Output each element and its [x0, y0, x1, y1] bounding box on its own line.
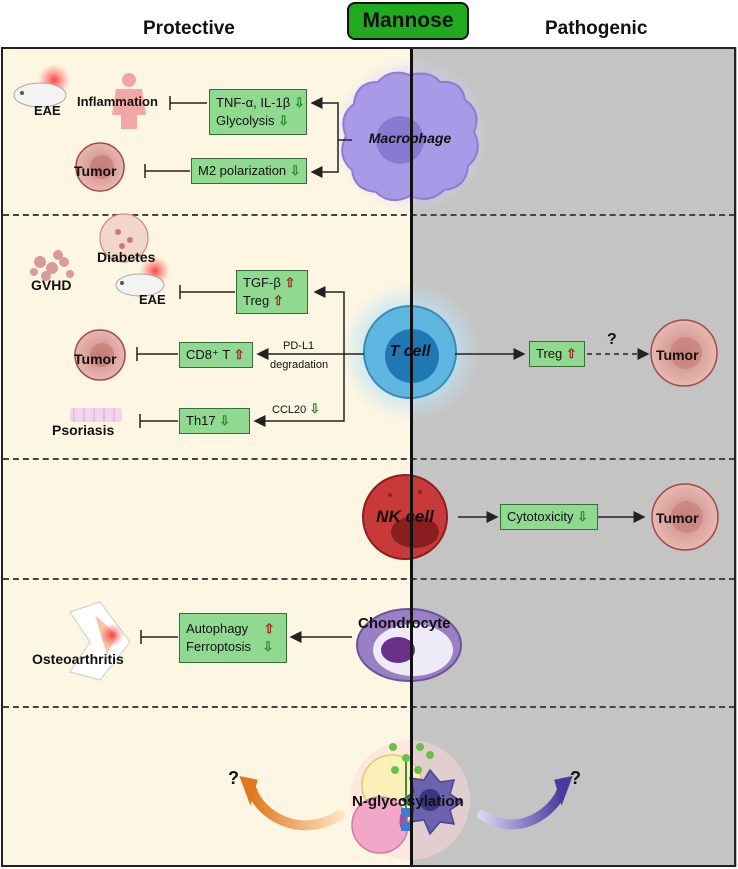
protective-header: Protective	[143, 18, 235, 39]
knee-joint-icon	[69, 601, 131, 681]
treg-text: Treg	[243, 293, 270, 308]
skin-icon	[70, 408, 122, 422]
mouse-icon	[115, 256, 170, 297]
inhibition-line	[140, 630, 178, 644]
degradation-label: degradation	[270, 359, 329, 371]
mannose-title: Mannose	[347, 2, 469, 40]
cd8-text: CD8⁺ T	[186, 347, 230, 362]
gvhd-label: GVHD	[31, 277, 72, 293]
th17-box: Th17 ⇩	[179, 408, 250, 434]
arrow	[310, 140, 339, 178]
arrow	[253, 354, 345, 427]
tumor-label: Tumor	[74, 163, 117, 179]
n-glycosylation-label: N-glycosylation	[352, 793, 464, 810]
eae-label: EAE	[34, 103, 61, 118]
question-mark: ?	[607, 331, 617, 348]
cd8-box: CD8⁺ T ⇧	[179, 342, 253, 368]
inflammation-label: Inflammation	[77, 94, 158, 109]
cytotoxicity-box: Cytotoxicity ⇩	[500, 504, 598, 530]
down-arrow-icon: ⇩	[278, 113, 290, 128]
treg-right-text: Treg	[536, 346, 563, 361]
section-divider	[3, 578, 735, 580]
orange-arrow-head	[239, 775, 258, 806]
inhibition-line	[179, 285, 235, 299]
tumor-icon	[75, 142, 125, 192]
tumor-label: Tumor	[656, 510, 699, 526]
diabetes-label: Diabetes	[97, 249, 156, 265]
inhibition-line	[136, 347, 178, 361]
purple-curved-arrow	[477, 785, 567, 830]
chondrocyte-cell	[356, 608, 462, 682]
human-body-icon	[112, 73, 146, 129]
eae-label: EAE	[139, 292, 166, 307]
ferroptosis-text: Ferroptosis	[186, 639, 252, 654]
th17-text: Th17	[186, 413, 216, 428]
pancreas-islet-icon	[99, 213, 149, 263]
osteoarthritis-label: Osteoarthritis	[32, 651, 124, 667]
section-divider	[3, 214, 735, 216]
purple-arrow-head	[554, 775, 573, 806]
tumor-label: Tumor	[656, 347, 699, 363]
mouse-icon	[13, 64, 70, 108]
macrophage-label: Macrophage	[368, 130, 452, 146]
diagram-frame	[1, 47, 736, 867]
treg-right-box: Treg ⇧	[529, 341, 585, 367]
down-arrow-icon: ⇩	[309, 401, 321, 416]
arrow	[313, 286, 345, 354]
down-arrow-icon: ⇩	[219, 413, 231, 428]
tumor-icon	[651, 483, 719, 551]
up-arrow-icon: ⇧	[233, 347, 245, 362]
question-mark: ?	[570, 768, 581, 788]
inhibition-line	[169, 96, 207, 110]
down-arrow-icon: ⇩	[289, 163, 301, 178]
down-arrow-icon: ⇩	[293, 95, 305, 110]
tgfb-treg-box: TGF-β ⇧ Treg ⇧	[236, 270, 308, 314]
tgfb-text: TGF-β	[243, 275, 281, 290]
orange-curved-arrow	[247, 785, 345, 831]
nk-cell-label: NK cell	[376, 507, 434, 526]
up-arrow-icon: ⇧	[284, 275, 296, 290]
gvhd-cells-icon	[30, 250, 74, 281]
m2-text: M2 polarization	[198, 163, 287, 178]
center-divider	[410, 47, 413, 867]
tumor-icon	[650, 319, 718, 387]
inhibition-line	[139, 414, 178, 428]
inhibition-line	[144, 164, 190, 178]
pdl1-label: PD-L1	[283, 340, 315, 352]
m2-polarization-box: M2 polarization ⇩	[191, 158, 307, 184]
tnf-il1b-text: TNF-α, IL-1β	[216, 95, 291, 110]
psoriasis-label: Psoriasis	[52, 422, 115, 438]
up-arrow-icon: ⇧	[272, 293, 284, 308]
up-arrow-icon: ⇧	[263, 621, 275, 636]
down-arrow-icon: ⇩	[262, 639, 274, 654]
autophagy-text: Autophagy	[186, 621, 249, 636]
down-arrow-icon: ⇩	[577, 509, 588, 524]
t-cell-label: T cell	[389, 343, 431, 360]
autophagy-ferroptosis-box: Autophagy ⇧ Ferroptosis ⇩	[179, 613, 287, 663]
ccl20-label: CCL20	[272, 404, 307, 416]
section-divider	[3, 458, 735, 460]
nk-cell	[362, 474, 448, 560]
chondrocyte-label: Chondrocyte	[358, 615, 451, 632]
macrophage-effect-box: TNF-α, IL-1β ⇩ Glycolysis ⇩	[209, 89, 307, 135]
section-divider	[3, 706, 735, 708]
cytotoxicity-text: Cytotoxicity	[507, 509, 574, 524]
up-arrow-icon: ⇧	[565, 346, 577, 361]
tumor-icon	[74, 329, 126, 381]
question-mark: ?	[228, 768, 239, 788]
arrow	[310, 97, 352, 141]
tumor-label: Tumor	[74, 351, 117, 367]
glycolysis-text: Glycolysis	[216, 113, 275, 128]
pathogenic-header: Pathogenic	[545, 18, 648, 39]
